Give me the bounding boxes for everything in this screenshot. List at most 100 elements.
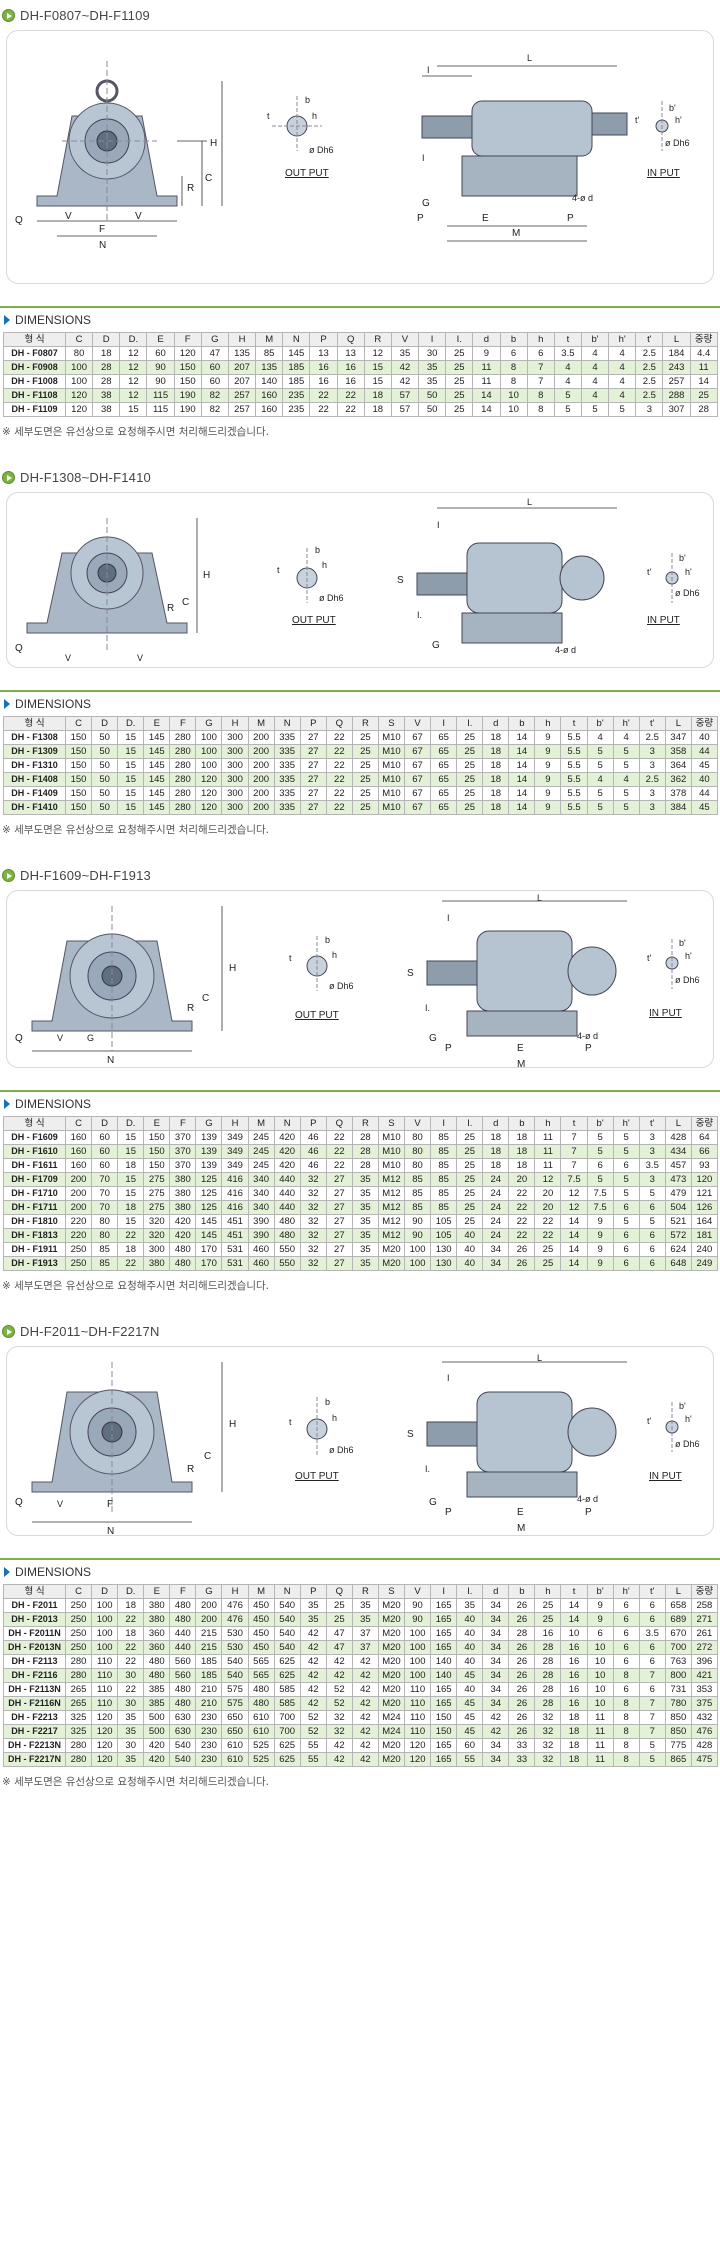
svg-text:G: G [429, 1497, 437, 1508]
table-cell: 6 [638, 1640, 666, 1655]
table-cell: 42 [325, 1668, 353, 1683]
section-title-text: DH-F0807~DH-F1109 [20, 7, 150, 23]
table-cell: 275 [143, 1186, 171, 1201]
table-cell: 22 [325, 730, 353, 745]
column-header: b' [586, 716, 614, 731]
table-cell: 80 [404, 1158, 432, 1173]
table-cell: 14 [560, 1214, 588, 1229]
table-cell: 15 [117, 786, 145, 801]
svg-text:R: R [167, 603, 174, 614]
table-cell: 33 [508, 1738, 536, 1753]
table-cell: 55 [299, 1752, 327, 1767]
table-cell: 630 [169, 1710, 197, 1725]
table-cell: 2.5 [638, 772, 666, 787]
table-cell: 4.4 [689, 346, 718, 361]
svg-text:L: L [537, 1353, 542, 1363]
table-cell: 257 [227, 388, 257, 403]
table-cell: 335 [273, 786, 301, 801]
table-cell: 85 [91, 1242, 119, 1257]
table-cell: 25 [445, 388, 474, 403]
table-cell: 100 [91, 1626, 119, 1641]
table-cell: 25 [456, 744, 484, 759]
table-cell: 6 [612, 1682, 640, 1697]
table-cell: 8 [526, 388, 555, 403]
svg-text:L: L [537, 893, 542, 903]
table-cell: 531 [221, 1242, 249, 1257]
front-view: H R C F N Q V V [15, 61, 223, 251]
column-header: t [560, 1116, 588, 1131]
table-cell: 525 [247, 1738, 275, 1753]
table-cell: 14 [472, 402, 501, 417]
column-header: D [92, 332, 121, 347]
table-cell: 12 [363, 346, 392, 361]
table-cell: M10 [377, 730, 406, 745]
table-cell: 27 [325, 1172, 353, 1187]
table-cell: 16 [336, 374, 365, 389]
table-cell: M10 [377, 1144, 406, 1159]
table-cell: 145 [195, 1214, 223, 1229]
table-cell: 3.5 [553, 346, 582, 361]
table-cell: 57 [390, 388, 420, 403]
table-cell: 110 [91, 1682, 119, 1697]
table-cell: 160 [64, 1144, 93, 1159]
table-cell: 625 [273, 1738, 301, 1753]
table-cell: 50 [91, 800, 119, 815]
table-cell: 115 [146, 388, 175, 403]
svg-text:N: N [107, 1526, 114, 1536]
table-cell: 9 [534, 758, 562, 773]
svg-text:R: R [187, 1464, 194, 1475]
table-cell: 150 [143, 1158, 171, 1173]
table-cell: 80 [64, 346, 94, 361]
table-cell: M24 [377, 1710, 406, 1725]
table-cell: 220 [64, 1228, 93, 1243]
table-cell: 416 [221, 1172, 249, 1187]
table-cell: 25 [456, 1172, 484, 1187]
table-cell: 420 [273, 1130, 301, 1145]
table-cell: M20 [377, 1612, 406, 1627]
column-header: V [404, 1584, 432, 1599]
column-header: H [221, 1584, 249, 1599]
table-cell: 42 [390, 374, 420, 389]
column-header: E [143, 1116, 171, 1131]
model-cell: DH - F1711 [3, 1200, 66, 1215]
table-cell: 10 [586, 1696, 614, 1711]
svg-text:C: C [182, 597, 189, 608]
table-cell: 28 [689, 402, 718, 417]
table-cell: 6 [612, 1654, 640, 1669]
column-header: t' [638, 1116, 666, 1131]
table-cell: 27 [325, 1214, 353, 1229]
table-cell: 52 [325, 1682, 353, 1697]
table-cell: 4 [608, 388, 637, 403]
table-cell: 235 [282, 388, 311, 403]
column-header: C [64, 716, 93, 731]
table-cell: 230 [195, 1724, 223, 1739]
dimensions-header: DIMENSIONS [0, 1558, 720, 1584]
table-cell: 5 [612, 744, 640, 759]
table-cell: 370 [169, 1144, 197, 1159]
table-cell: 9 [586, 1242, 614, 1257]
table-cell: 15 [117, 772, 145, 787]
table-cell: 3 [638, 1172, 666, 1187]
table-cell: 42 [351, 1752, 379, 1767]
svg-text:t: t [277, 565, 280, 575]
note-text: ※ 세부도면은 유선상으로 요청해주시면 처리해드리겠습니다. [2, 426, 269, 438]
svg-text:4-ø d: 4-ø d [572, 193, 593, 203]
table-cell: 35 [117, 1752, 145, 1767]
table-cell: 4 [580, 388, 610, 403]
table-cell: 90 [404, 1214, 432, 1229]
table-cell: 300 [221, 730, 249, 745]
table-cell: 250 [64, 1626, 93, 1641]
column-header: I. [456, 716, 484, 731]
table-cell: 7 [526, 374, 555, 389]
svg-text:IN PUT: IN PUT [647, 168, 680, 179]
column-header: L [664, 716, 692, 731]
svg-text:OUT PUT: OUT PUT [295, 1471, 339, 1482]
drawing-panel: H R C Q V V b h t ø Dh6 OUT PUT [6, 492, 714, 668]
table-cell: 35 [418, 360, 447, 375]
table-cell: 150 [173, 360, 202, 375]
model-cell: DH - F2113 [3, 1654, 66, 1669]
table-cell: 145 [143, 730, 171, 745]
table-cell: 150 [64, 800, 93, 815]
column-header: h' [608, 332, 637, 347]
